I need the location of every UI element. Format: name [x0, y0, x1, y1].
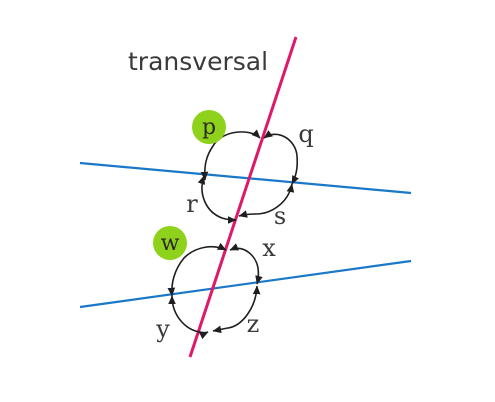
angle-q-arc [263, 130, 300, 185]
angle-z-arc [212, 285, 261, 334]
angle-w-arc [167, 242, 227, 297]
angle-y-arc [168, 295, 209, 340]
angle-x-arc [229, 243, 263, 285]
angle-w-badge [153, 226, 187, 260]
angle-r-arc [197, 175, 237, 224]
angle-z-label: z [247, 310, 260, 338]
angle-s-label: s [274, 202, 286, 230]
diagram-title: transversal [128, 47, 268, 76]
angle-p-label: p [202, 115, 216, 140]
angle-s-arc [238, 183, 295, 218]
lower-parallel-line [79, 259, 412, 309]
angle-y-label: y [155, 315, 170, 343]
angle-p-badge [192, 110, 226, 144]
angle-w-label: w [161, 231, 180, 256]
angle-p-arc [200, 129, 261, 181]
angle-x-label: x [262, 234, 276, 262]
angle-r-label: r [186, 190, 198, 218]
transversal-line [188, 36, 298, 358]
angle-q-label: q [298, 120, 313, 148]
